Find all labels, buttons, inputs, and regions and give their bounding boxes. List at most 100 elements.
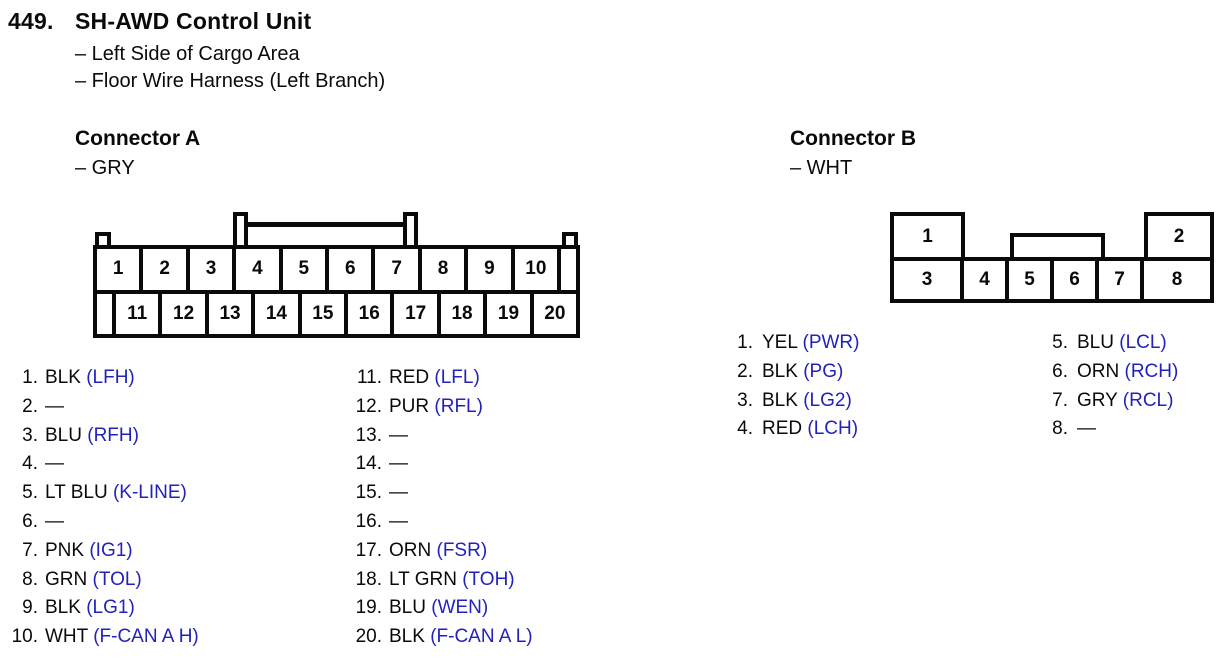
cavity-box-2: 2 <box>1144 212 1214 261</box>
pin-number: 13. <box>355 424 382 446</box>
pin-row: 5.BLU (LCL) <box>1048 329 1178 358</box>
wire-color: BLK <box>45 597 87 619</box>
wire-color: — <box>1077 418 1096 440</box>
pin-row: 12.PUR (RFL) <box>352 393 533 422</box>
signal-name: (TOH) <box>462 568 515 590</box>
wire-color: LT BLU <box>45 482 113 504</box>
cavity-box-1: 1 <box>890 212 965 261</box>
pin-cavity: 15 <box>301 293 345 334</box>
pin-number: 2. <box>737 360 753 382</box>
signal-name: (RCH) <box>1124 360 1179 382</box>
pin-row: 9.BLK (LG1) <box>8 594 199 623</box>
wire-color: PNK <box>45 539 90 561</box>
wire-color: BLK <box>45 367 87 388</box>
pin-number: 4. <box>737 418 753 440</box>
pin-cavity: 12 <box>162 293 205 334</box>
signal-name: (PG) <box>803 360 844 382</box>
pin-number: 6. <box>1052 360 1068 382</box>
pin-number: 20. <box>355 626 382 648</box>
wire-color: ORN <box>1077 360 1125 382</box>
signal-name: (LFL) <box>434 367 480 388</box>
pin-number: 7. <box>1052 389 1068 411</box>
connector-b-pin-list-col2: 5.BLU (LCL)6.ORN (RCH)7.GRY (RCL)8.— <box>1048 329 1178 444</box>
pin-row: 1. BLK (LFH) <box>8 364 199 393</box>
signal-name: (FSR) <box>436 539 488 561</box>
pin-row: 2.— <box>8 393 199 422</box>
wire-color: — <box>389 482 408 504</box>
connector-a-heading: Connector A <box>75 127 201 150</box>
latch-bar <box>244 222 407 227</box>
signal-name: (LCL) <box>1119 332 1167 353</box>
pin-cavity: 19 <box>487 293 530 334</box>
signal-name: (RCL) <box>1122 389 1174 411</box>
filler-cavity <box>561 249 577 290</box>
pin-number: 8. <box>1052 418 1068 440</box>
wire-color: ORN <box>389 539 437 561</box>
pin-row: 2.BLK (PG) <box>733 358 859 387</box>
pin-row: 4.— <box>8 450 199 479</box>
signal-name: (RFL) <box>434 395 483 417</box>
signal-name: (LG2) <box>803 389 852 411</box>
signal-name: (F-CAN A H) <box>93 626 199 648</box>
pin-row: 18.LT GRN (TOH) <box>352 566 533 595</box>
pin-cavity: 6 <box>1054 261 1095 299</box>
pin-cavity: 1 <box>97 249 140 290</box>
pin-row: 16.— <box>352 508 533 537</box>
pin-cavity: 10 <box>514 249 558 290</box>
pin-row: 3.BLK (LG2) <box>733 387 859 416</box>
signal-name: (F-CAN A L) <box>430 626 533 648</box>
signal-name: (RFH) <box>87 424 139 446</box>
pin-cavity: 4 <box>236 249 279 290</box>
signal-name: (LCH) <box>807 418 859 440</box>
pin-number: 3. <box>22 424 38 446</box>
connector-a-pin-list-col1: 1.BLK (LFH)2.—3.BLU (RFH)4.—5.LT BLU (K-… <box>8 364 199 652</box>
connector-b-pin-list-col1: 1.YEL (PWR)2.BLK (PG)3.BLK (LG2)4.RED (L… <box>733 329 859 444</box>
pin-number: 15. <box>355 482 382 504</box>
pin-cavity: 9 <box>468 249 511 290</box>
pin-number: 10. <box>11 626 38 648</box>
page-title: SH-AWD Control Unit <box>75 8 312 34</box>
pin-number: 14. <box>355 453 382 475</box>
wire-color: GRN <box>45 568 93 590</box>
pin-number: 1. <box>737 332 753 353</box>
pin-row: 11. RED (LFL) <box>352 364 533 393</box>
signal-name: (LG1) <box>86 597 135 619</box>
signal-name: (WEN) <box>431 597 489 619</box>
pin-cavity: 3 <box>894 261 960 299</box>
pin-cavity: 3 <box>189 249 233 290</box>
pin-row: 6.— <box>8 508 199 537</box>
signal-name: (LFH) <box>86 367 135 388</box>
pin-cavity: 5 <box>282 249 326 290</box>
connector-a-pin-list-col2: 11.RED (LFL)12.PUR (RFL)13.—14.—15.—16.—… <box>352 364 533 652</box>
pin-row: 17. ORN (FSR) <box>352 537 533 566</box>
pin-cavity: 8 <box>1144 261 1210 299</box>
wire-color: BLU <box>45 424 88 446</box>
pin-cavity: 17 <box>394 293 437 334</box>
wire-color: BLU <box>1077 332 1120 353</box>
pin-number: 11. <box>356 367 382 388</box>
pin-number: 17. <box>355 539 382 561</box>
wire-color: RED <box>762 418 808 440</box>
wire-color: BLU <box>389 597 432 619</box>
pin-row: 13.— <box>352 422 533 451</box>
pin-number: 6. <box>22 510 38 532</box>
pin-row: 15. — <box>352 479 533 508</box>
pin-cavity: 16 <box>348 293 391 334</box>
pin-cavity: 14 <box>255 293 298 334</box>
connector-b-heading: Connector B <box>790 127 916 150</box>
location-line: – Floor Wire Harness (Left Branch) <box>75 70 386 92</box>
pin-cavity: 7 <box>375 249 418 290</box>
pin-row: 10.WHT (F-CAN A H) <box>8 623 199 652</box>
connector-b-housing-color: – WHT <box>790 157 853 179</box>
pin-number: 1. <box>22 367 38 388</box>
wire-color: RED <box>389 367 435 388</box>
pin-cavity: 8 <box>421 249 465 290</box>
pin-row: 3. BLU (RFH) <box>8 422 199 451</box>
pin-row: 8. — <box>1048 415 1178 444</box>
wire-color: — <box>45 453 64 475</box>
